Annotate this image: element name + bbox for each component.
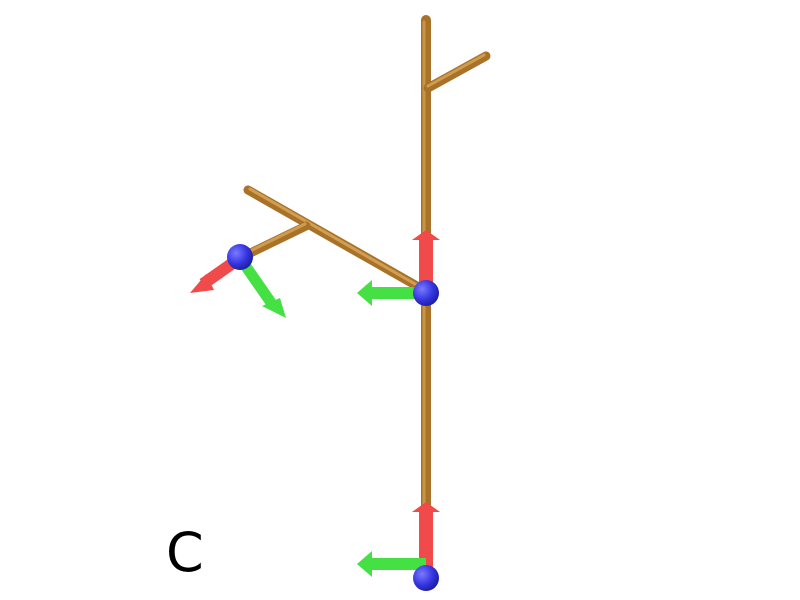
blue-joint-sphere-icon [227, 244, 253, 270]
blue-joint-sphere-icon [413, 280, 439, 306]
upper-twig-highlight [426, 53, 486, 88]
red-axis-arrow-icon [412, 230, 440, 292]
base-joint-frame [357, 502, 440, 591]
panel-label: C [166, 521, 204, 584]
green-axis-arrow-icon [357, 280, 426, 306]
green-axis-arrow-icon [357, 551, 426, 577]
branch-joint-frame [190, 244, 286, 318]
middle-joint-frame [357, 230, 440, 306]
upper-twig [423, 51, 491, 93]
lower-branch-highlight [248, 187, 424, 290]
blue-joint-sphere-icon [413, 565, 439, 591]
lower-sub-branch-highlight [240, 222, 307, 257]
